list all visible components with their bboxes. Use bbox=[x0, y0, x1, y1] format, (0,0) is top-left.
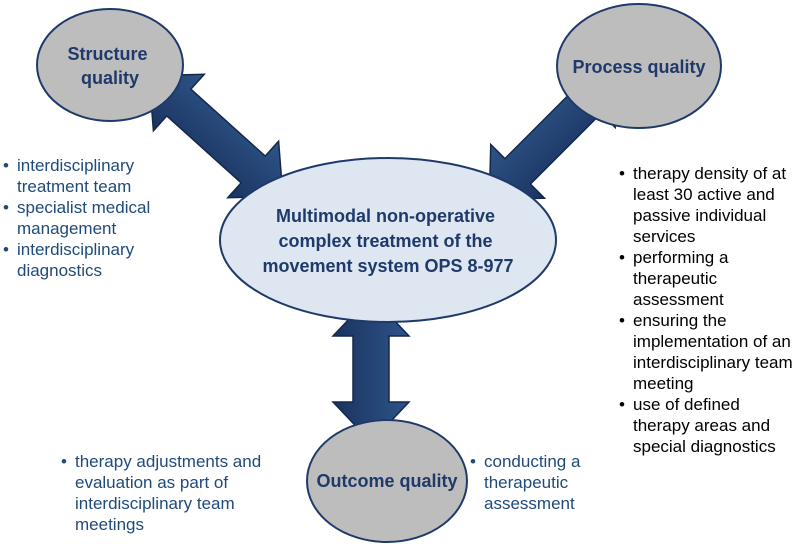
outcome-quality-right-list: conducting a therapeutic assessment bbox=[470, 451, 610, 514]
process-quality-node bbox=[556, 3, 722, 129]
list-item: therapy adjustments and evaluation as pa… bbox=[61, 451, 296, 535]
outcome-quality-label: Outcome quality bbox=[316, 471, 457, 491]
process-quality-list: therapy density of at least 30 active an… bbox=[619, 163, 799, 457]
center-treatment-label: Multimodal non-operative complex treatme… bbox=[262, 206, 513, 276]
list-item: interdisciplinary diagnostics bbox=[3, 239, 193, 281]
list-item: conducting a therapeutic assessment bbox=[470, 451, 610, 514]
structure-quality-label-line1: Structure bbox=[67, 44, 147, 64]
structure-quality-list: interdisciplinary treatment team special… bbox=[3, 155, 193, 281]
center-label-line1: Multimodal non-operative bbox=[276, 206, 495, 226]
list-item: ensuring the implementation of an interd… bbox=[619, 310, 799, 394]
process-quality-label: Process quality bbox=[572, 57, 705, 77]
list-item: therapy density of at least 30 active an… bbox=[619, 163, 799, 247]
structure-quality-label-line2: quality bbox=[81, 68, 139, 88]
list-item: use of defined therapy areas and special… bbox=[619, 394, 799, 457]
outcome-quality-node bbox=[306, 419, 468, 543]
center-treatment-node bbox=[219, 157, 557, 323]
center-label-line3: movement system OPS 8-977 bbox=[262, 256, 513, 276]
list-item: performing a therapeutic assessment bbox=[619, 247, 799, 310]
list-item: interdisciplinary treatment team bbox=[3, 155, 193, 197]
list-item: specialist medical management bbox=[3, 197, 193, 239]
structure-quality-label: Structure quality bbox=[67, 44, 152, 88]
structure-quality-node bbox=[36, 8, 184, 122]
center-label-line2: complex treatment of the bbox=[278, 231, 492, 251]
outcome-quality-left-list: therapy adjustments and evaluation as pa… bbox=[61, 451, 296, 535]
